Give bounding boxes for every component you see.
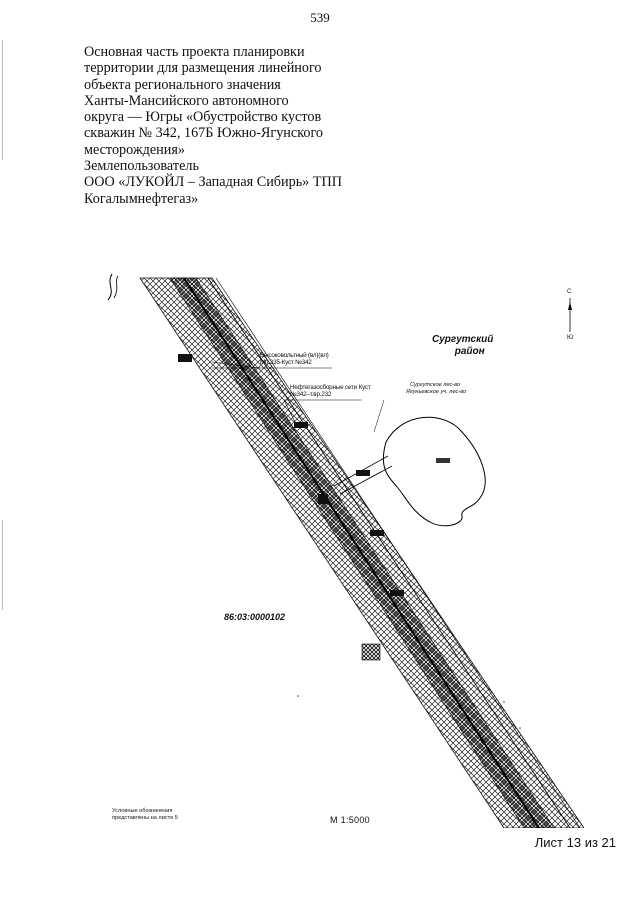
line-label-1-bottom: Мп.335-Куст №342 <box>260 359 312 366</box>
header-line: скважин № 342, 167Б Южно-Ягунского <box>84 125 324 142</box>
district-label-line: Сургутский <box>432 334 494 345</box>
point-tag <box>361 643 381 661</box>
legend-note-line: представлены на листе 5 <box>112 815 178 821</box>
leader-line <box>283 399 297 425</box>
forestry-label-line: Ягуньевское уч. лес-во <box>406 389 467 395</box>
header-line: месторождения» <box>84 141 185 158</box>
header-line: ООО «ЛУКОЙЛ – Западная Сибирь» ТПП <box>84 174 342 191</box>
margin-mark <box>2 40 3 160</box>
margin-mark <box>2 520 3 610</box>
header-line: Ханты-Мансийского автономного <box>84 92 289 109</box>
legend-note: Условные обозначения представлены на лис… <box>112 808 178 822</box>
legend-note-line: Условные обозначения <box>112 808 173 814</box>
point-tag <box>390 590 404 596</box>
page-number: 539 <box>310 10 330 25</box>
header-line: Землепользователь <box>84 158 199 175</box>
watercourse-mark <box>107 273 113 301</box>
forestry-label-line: Сургутское лес-во <box>410 382 461 388</box>
header-line: округа — Югры «Обустройство кустов <box>84 109 322 126</box>
road-edge-line <box>215 277 581 828</box>
survey-dot <box>297 695 299 697</box>
line-label-2: Нефтегазосборные сети Куст №342–т.вр.232 <box>290 384 371 398</box>
line-label-2-bottom: №342–т.вр.232 <box>290 391 332 398</box>
point-tag <box>178 354 192 362</box>
point-tag <box>356 470 370 476</box>
sheet-label: Лист 13 из 21 <box>534 835 616 850</box>
pipeline-axis <box>183 277 540 828</box>
point-tag <box>370 530 384 536</box>
access-road <box>339 465 393 495</box>
document-header: Основная часть проекта планировки террит… <box>84 44 384 207</box>
line-label-1: Высоковольтный (вл)(вл) Мп.335-Куст №342 <box>260 352 329 366</box>
header-line: Когалымнефтегаз» <box>84 190 199 207</box>
well-pad-outline <box>382 416 486 527</box>
survey-dot <box>519 727 521 729</box>
header-line: объекта регионального значения <box>84 76 281 93</box>
north-letter-top: С <box>567 288 572 295</box>
leader-line <box>211 361 261 369</box>
north-letter-bottom: Ю <box>567 334 574 341</box>
line-label-1-top: Высоковольтный (вл)(вл) <box>260 352 329 359</box>
road-edge-line <box>207 277 571 828</box>
watercourse-mark <box>113 275 119 299</box>
survey-dot <box>503 701 505 703</box>
header-line: Основная часть проекта планировки <box>84 44 305 60</box>
district-label-line: район <box>454 346 485 357</box>
point-tag <box>318 494 328 504</box>
cadastral-number: 86:03:0000102 <box>224 612 286 622</box>
point-tag <box>436 458 450 463</box>
map-drawing <box>107 273 584 828</box>
map-frame: Высоковольтный (вл)(вл) Мп.335-Куст №342… <box>84 272 584 828</box>
scale-label: М 1:5000 <box>330 815 370 825</box>
header-line: территории для размещения линейного <box>84 60 322 77</box>
forestry-leader <box>373 399 385 433</box>
district-label: Сургутский район <box>432 334 493 358</box>
north-arrow-head <box>568 302 572 310</box>
point-tag <box>294 422 308 428</box>
forestry-label: Сургутское лес-во Ягуньевское уч. лес-во <box>406 382 466 396</box>
line-label-2-top: Нефтегазосборные сети Куст <box>290 384 371 391</box>
